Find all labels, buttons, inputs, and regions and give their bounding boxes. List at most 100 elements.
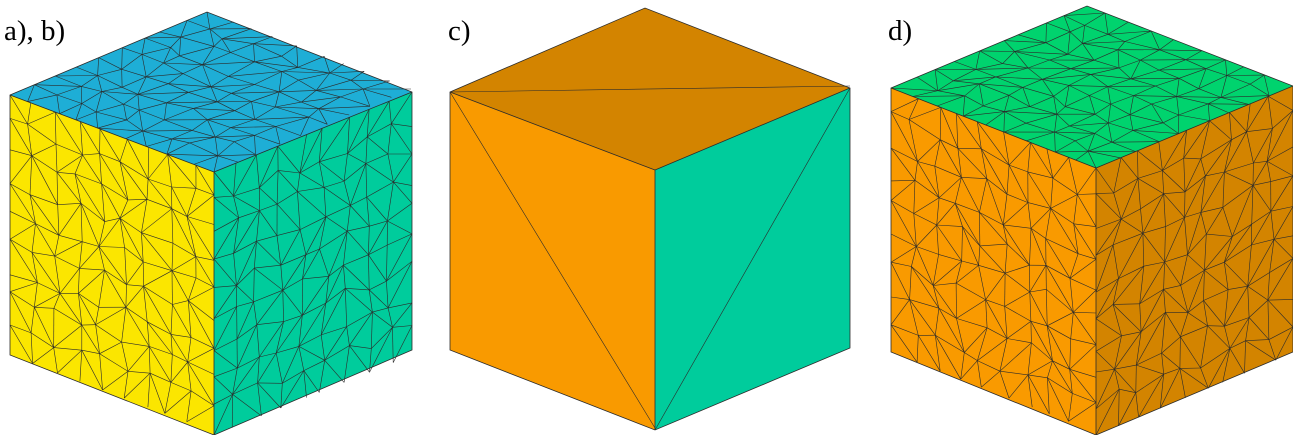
mesh-edge	[1050, 208, 1079, 254]
mesh-edge	[347, 117, 350, 154]
mesh-edge	[1093, 49, 1119, 61]
mesh-edge	[1224, 244, 1252, 263]
mesh-edge	[387, 182, 394, 222]
mesh-edge	[126, 119, 143, 132]
mesh-edge	[119, 139, 128, 162]
mesh-edge	[1229, 340, 1246, 349]
mesh-edge	[1208, 103, 1229, 113]
mesh-edge	[188, 92, 218, 103]
mesh-edge	[278, 79, 299, 93]
mesh-edge	[259, 352, 277, 358]
mesh-edge	[1163, 289, 1166, 313]
mesh-edge	[1179, 336, 1181, 369]
mesh-edge	[237, 356, 260, 369]
mesh-edge	[1135, 373, 1164, 393]
mesh-edge	[1135, 365, 1137, 393]
mesh-edge	[999, 371, 1010, 399]
mesh-edge	[1047, 377, 1069, 422]
mesh-edge	[1130, 69, 1160, 80]
mesh-edge	[366, 196, 388, 222]
mesh-edge	[1112, 219, 1122, 245]
mesh-edge	[343, 153, 348, 182]
mesh-edge	[190, 390, 215, 406]
mesh-edge	[276, 203, 301, 230]
mesh-edge	[449, 91, 656, 429]
mesh-edge	[1027, 142, 1031, 172]
mesh-edge	[9, 118, 28, 125]
mesh-edge	[1095, 369, 1115, 409]
mesh-edge	[35, 223, 60, 236]
mesh-edge	[1137, 178, 1164, 194]
mesh-lines	[9, 11, 413, 435]
mesh-edge	[1006, 243, 1030, 266]
mesh-edge	[31, 155, 58, 173]
mesh-edge	[1069, 253, 1079, 279]
mesh-edge	[1247, 286, 1250, 318]
mesh-edge	[143, 270, 173, 287]
mesh-edge	[975, 63, 1003, 70]
mesh-edge	[1073, 223, 1097, 227]
mesh-edge	[343, 264, 370, 291]
mesh-edge	[195, 188, 215, 196]
mesh-edge	[95, 91, 103, 113]
mesh-edge	[303, 360, 325, 371]
mesh-edge	[1248, 299, 1269, 318]
mesh-edge	[172, 354, 188, 363]
mesh-edge	[316, 88, 364, 91]
mesh-edge	[1200, 139, 1232, 160]
mesh-edge	[233, 195, 239, 218]
mesh-edge	[320, 288, 346, 336]
mesh-edge	[1090, 74, 1131, 80]
mesh-edge	[1065, 95, 1090, 107]
mesh-edge	[75, 103, 83, 121]
mesh-edge	[146, 199, 172, 209]
mesh-edge	[325, 276, 330, 304]
mesh-edge	[1114, 364, 1137, 370]
mesh-edge	[1111, 141, 1160, 143]
mesh-edge	[80, 121, 83, 156]
mesh-edge	[256, 210, 260, 242]
mesh-edge	[127, 199, 148, 201]
mesh-edge	[276, 235, 282, 266]
mesh-edge	[1124, 41, 1160, 51]
mesh-edge	[31, 155, 58, 205]
mesh-edge	[1045, 31, 1071, 43]
mesh-edge	[1004, 244, 1008, 274]
mesh-edge	[1113, 178, 1139, 194]
mesh-edge	[1200, 207, 1223, 213]
mesh-edge	[978, 265, 1006, 274]
mesh-edge	[1095, 368, 1115, 373]
mesh-edge	[146, 76, 169, 84]
mesh-edge	[141, 232, 173, 271]
mesh-edge	[1139, 261, 1165, 304]
mesh-edge	[207, 119, 216, 138]
mesh-edge	[1273, 239, 1293, 259]
mesh-edge	[99, 153, 121, 162]
mesh-edge	[1014, 42, 1046, 52]
mesh-edge	[213, 195, 234, 198]
mesh-edge	[932, 254, 939, 286]
mesh-edge	[935, 308, 940, 336]
mesh-edge	[1187, 270, 1205, 313]
mesh-edge	[1004, 40, 1046, 43]
mesh-edge	[144, 37, 171, 48]
mesh-edge	[1222, 171, 1225, 208]
mesh-edge	[1108, 104, 1111, 123]
mesh-edge	[1087, 133, 1095, 152]
mesh-edge	[1140, 312, 1166, 333]
mesh-edge	[343, 231, 348, 266]
mesh-edge	[9, 211, 36, 224]
mesh-edge	[1224, 171, 1254, 186]
mesh-edge	[189, 136, 216, 144]
mesh-edge	[962, 226, 981, 247]
mesh-edge	[125, 130, 143, 139]
mesh-edge	[1222, 207, 1233, 237]
mesh-edge	[1130, 78, 1156, 87]
mesh-edge	[217, 155, 238, 163]
mesh-edge	[386, 233, 413, 282]
mesh-edge	[256, 324, 260, 358]
mesh-edge	[349, 345, 372, 349]
mesh-edge	[1232, 185, 1254, 237]
mesh-edge	[104, 269, 127, 308]
mesh-edge	[215, 136, 235, 142]
